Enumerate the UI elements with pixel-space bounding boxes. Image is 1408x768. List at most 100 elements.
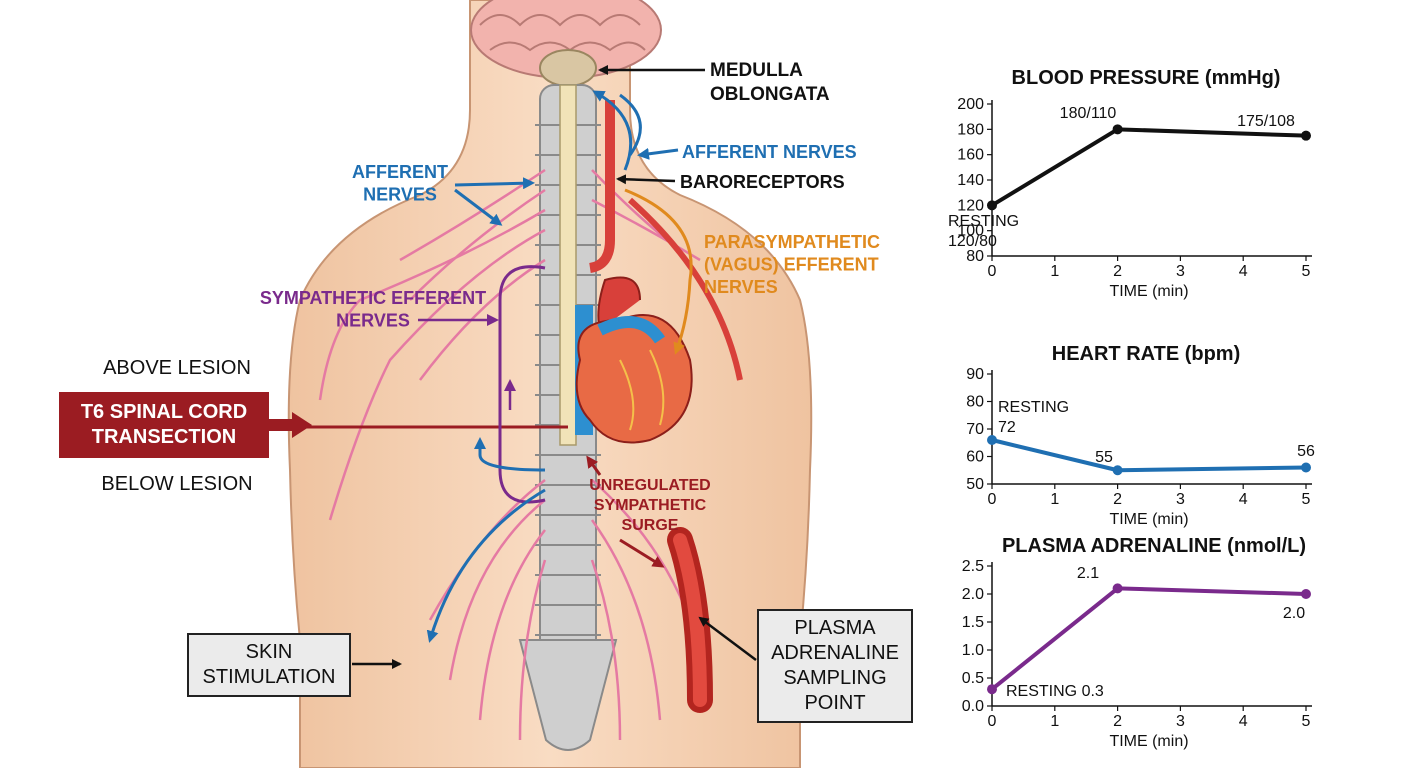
blood-vessel-icon: [667, 527, 713, 713]
y-tick-label: 70: [966, 421, 984, 438]
t6-box: [59, 392, 269, 458]
data-label: RESTING 0.3: [1006, 683, 1104, 700]
chart-blood-pressure: BLOOD PRESSURE (mmHg)8010012014016018020…: [948, 67, 1312, 300]
series-line: [990, 127, 1307, 208]
chart-title: BLOOD PRESSURE (mmHg): [1012, 67, 1281, 89]
afferent-arrow-upper: [592, 90, 633, 171]
x-tick-label: 1: [1050, 491, 1059, 508]
heart-icon: [575, 276, 693, 444]
chart-plasma-adrenaline: PLASMA ADRENALINE (nmol/L)0.00.51.01.52.…: [962, 535, 1312, 750]
afferent-left-arrow-a: [454, 177, 535, 190]
chart-title: HEART RATE (bpm): [1052, 343, 1241, 365]
x-axis-label: TIME (min): [1109, 733, 1188, 750]
above-lesion-label: ABOVE LESION: [103, 357, 251, 379]
data-point: [987, 200, 997, 211]
y-tick-label: 140: [957, 172, 984, 189]
afferent-right-label-arrow: [637, 147, 679, 160]
x-tick-label: 3: [1176, 491, 1185, 508]
data-point: [1301, 589, 1311, 599]
y-tick-label: 2.0: [962, 586, 984, 603]
sampling-box: [757, 609, 913, 723]
y-tick-label: 120: [957, 197, 984, 214]
data-point: [987, 435, 997, 445]
y-tick-label: 80: [966, 248, 984, 265]
sympathetic-nerve-path: [498, 265, 546, 504]
afferent-arrow-upper-2: [619, 93, 642, 156]
data-point: [1112, 124, 1123, 135]
y-tick-label: 160: [957, 147, 984, 164]
y-tick-label: 200: [957, 96, 984, 113]
skin-box: [187, 633, 351, 697]
y-tick-label: 180: [957, 121, 984, 138]
y-tick-label: 1.0: [962, 642, 984, 659]
sampling-pointer: [698, 616, 757, 661]
data-label: 180/110: [1060, 105, 1117, 122]
x-tick-label: 4: [1239, 263, 1248, 280]
data-label: 55: [1095, 449, 1113, 466]
x-tick-label: 3: [1176, 263, 1185, 280]
data-point: [1112, 583, 1123, 594]
spinal-cord: [559, 84, 577, 446]
data-point: [987, 684, 997, 695]
x-tick-label: 4: [1239, 713, 1248, 730]
y-tick-label: 100: [957, 223, 984, 240]
afferent-skin-path: [426, 488, 546, 643]
sacrum: [518, 639, 618, 751]
x-tick-label: 0: [988, 713, 997, 730]
x-tick-label: 1: [1050, 263, 1059, 280]
x-tick-label: 0: [988, 263, 997, 280]
x-tick-label: 4: [1239, 491, 1248, 508]
descending-vessel: [628, 197, 743, 381]
x-axis-label: TIME (min): [1109, 511, 1188, 528]
y-tick-label: 1.5: [962, 614, 984, 631]
data-label: 56: [1297, 443, 1315, 460]
series-line: [990, 586, 1307, 691]
surge-up-arrow: [586, 455, 602, 476]
x-tick-label: 2: [1113, 263, 1122, 280]
baroreceptor-pointer: [616, 174, 676, 185]
carotid-artery: [588, 100, 615, 273]
data-label: 2.1: [1077, 565, 1099, 582]
spinal-column: [518, 84, 618, 751]
x-tick-label: 5: [1302, 491, 1311, 508]
x-axis-label: TIME (min): [1109, 283, 1188, 300]
x-tick-label: 2: [1113, 713, 1122, 730]
x-tick-label: 2: [1113, 491, 1122, 508]
afferent-lower-path: [474, 437, 546, 472]
x-tick-label: 0: [988, 491, 997, 508]
data-point: [1112, 465, 1123, 476]
y-tick-label: 80: [966, 394, 984, 411]
chart-title: PLASMA ADRENALINE (nmol/L): [1002, 535, 1306, 557]
data-label: 175/108: [1237, 113, 1295, 130]
x-tick-label: 3: [1176, 713, 1185, 730]
afferent-right-label: AFFERENT NERVES: [682, 142, 857, 162]
afferent-left-arrow-b: [454, 188, 503, 226]
surge-down-arrow: [619, 538, 665, 568]
y-tick-label: 60: [966, 449, 984, 466]
t6-arrow-head: [292, 412, 312, 438]
x-tick-label: 5: [1302, 713, 1311, 730]
medulla-icon: [539, 49, 597, 87]
series-line: [991, 438, 1307, 473]
y-tick-label: 50: [966, 476, 984, 493]
data-label: 2.0: [1283, 605, 1305, 622]
y-tick-label: 90: [966, 366, 984, 383]
below-lesion-label: BELOW LESION: [101, 473, 252, 495]
x-tick-label: 1: [1050, 713, 1059, 730]
baroreceptors-label: BARORECEPTORS: [680, 172, 845, 192]
y-tick-label: 2.5: [962, 558, 984, 575]
parasympathetic-path: [624, 188, 693, 355]
x-tick-label: 5: [1302, 263, 1311, 280]
